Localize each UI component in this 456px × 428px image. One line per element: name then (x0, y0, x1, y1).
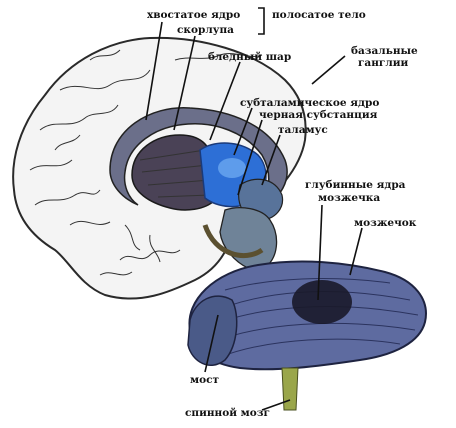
pons (187, 295, 238, 366)
brainstem (219, 207, 278, 269)
bracket-icon (258, 7, 265, 35)
label-basal-ganglia-2: ганглии (358, 57, 409, 69)
label-basal-ganglia-1: базальные (351, 45, 418, 57)
label-deep-nuclei-1: глубинные ядра (305, 179, 406, 191)
label-subthalamic: субталамическое ядро (240, 97, 379, 109)
leader-lines (145, 21, 363, 411)
label-substantia-nigra: черная субстанция (259, 109, 378, 121)
fornix (202, 224, 264, 259)
spinal-cord (281, 367, 299, 411)
label-thalamus: таламус (278, 124, 328, 136)
label-deep-nuclei-2: мозжечка (318, 192, 380, 204)
label-cerebellum: мозжечок (354, 217, 417, 229)
label-spinal-cord: спинной мозг (185, 407, 270, 419)
label-striatum: полосатое тело (272, 9, 366, 21)
deep-cerebellar-nuclei (292, 280, 352, 324)
label-pons: мост (190, 374, 220, 386)
label-putamen: скорлупа (177, 24, 234, 36)
label-globus-pallidus: бледный шар (208, 51, 291, 63)
label-caudate: хвостатое ядро (147, 9, 240, 21)
